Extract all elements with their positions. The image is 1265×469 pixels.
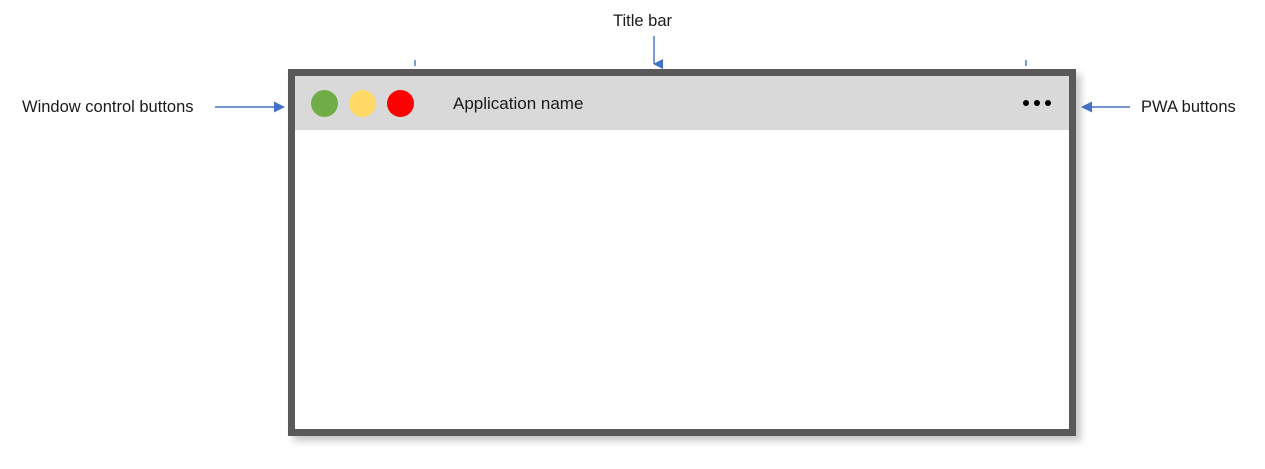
ellipsis-icon-dot-2 (1034, 100, 1040, 106)
maximize-button[interactable] (349, 89, 376, 117)
application-window: Application name (288, 69, 1076, 436)
annotation-pwa-buttons: PWA buttons (1141, 98, 1236, 116)
annotation-title-bar: Title bar (613, 12, 672, 30)
ellipsis-icon-dot-3 (1045, 100, 1051, 106)
pwa-buttons[interactable] (1019, 96, 1055, 110)
window-control-buttons (311, 89, 414, 117)
web-app-content-area[interactable] (295, 130, 1069, 429)
annotation-window-control-buttons: Window control buttons (22, 98, 194, 116)
title-bar[interactable]: Application name (295, 76, 1069, 130)
ellipsis-icon-dot-1 (1023, 100, 1029, 106)
minimize-button[interactable] (311, 89, 338, 117)
application-name-label: Application name (453, 93, 584, 113)
close-button[interactable] (387, 89, 414, 117)
